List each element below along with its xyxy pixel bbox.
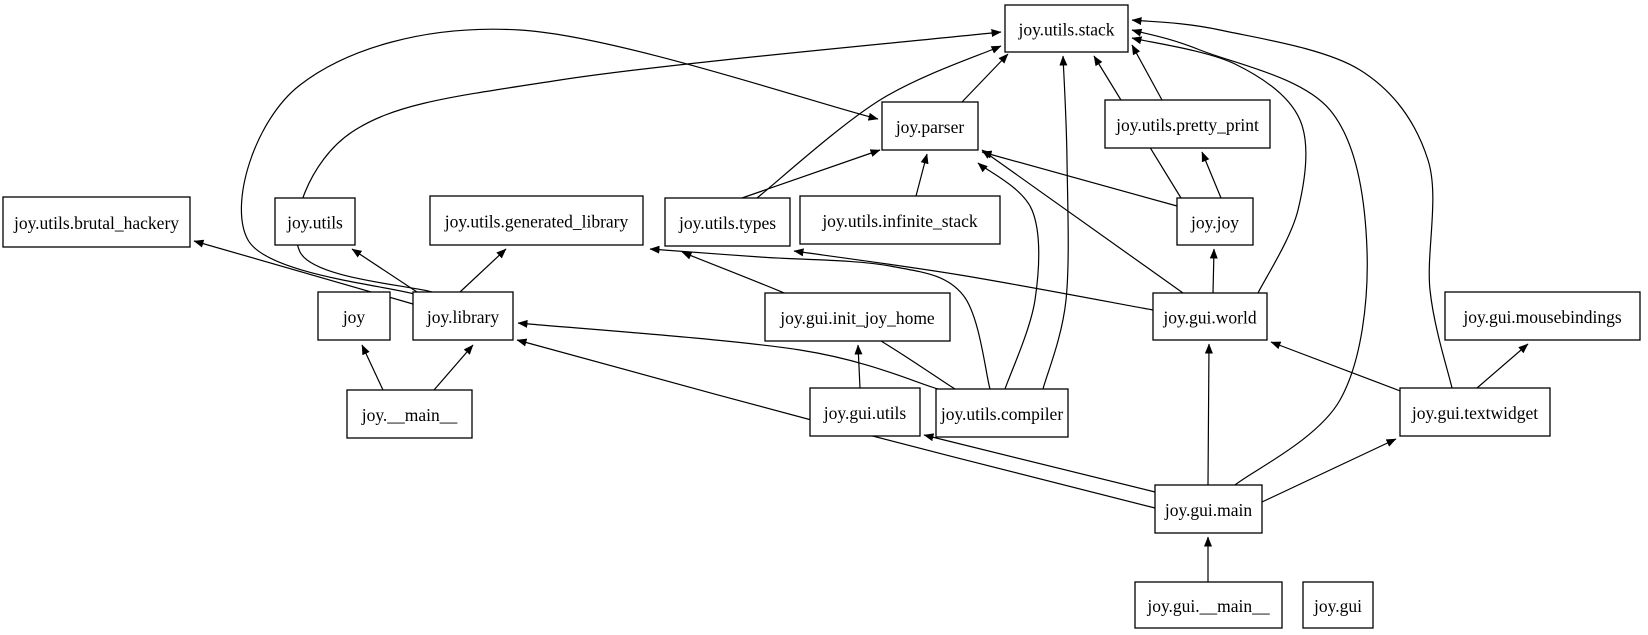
- edge-world-to-joy-joy: [1209, 248, 1218, 294]
- node-label-joy-gui: joy.gui: [1313, 596, 1362, 616]
- edge-joy-main-to-joy: [361, 344, 384, 391]
- node-box-joy-gui-init-joy-home: [764, 292, 951, 342]
- node-box-joy-utils-generated-library: [429, 195, 644, 246]
- node-joy-utils-stack: joy.utils.stack: [1004, 4, 1129, 53]
- node-label-joy-utils-brutal-hackery: joy.utils.brutal_hackery: [13, 213, 179, 233]
- edge-types-to-stack: [756, 45, 1002, 199]
- node-box-joy-main: [346, 389, 473, 439]
- node-box-joy-utils-brutal-hackery: [2, 196, 191, 248]
- edge-textwidget-to-mousebindings: [1476, 343, 1529, 389]
- node-label-joy-library: joy.library: [426, 307, 499, 327]
- edge-infinite-stack-to-parser: [915, 153, 929, 197]
- node-label-joy-utils-types: joy.utils.types: [678, 213, 776, 233]
- node-joy-utils-types: joy.utils.types: [664, 197, 791, 247]
- node-joy-gui-main: joy.gui.__main__: [1134, 581, 1283, 629]
- node-label-joy-utils-pretty-print: joy.utils.pretty_print: [1115, 115, 1259, 135]
- node-label-joy-gui-main: joy.gui.main: [1164, 500, 1253, 520]
- edge-gui-utils-to-init-joy-home: [854, 344, 863, 389]
- node-box-joy-utils: [274, 197, 356, 246]
- node-joy-gui-mousebindings: joy.gui.mousebindings: [1444, 291, 1641, 341]
- node-label-joy-utils-generated-library: joy.utils.generated_library: [444, 212, 629, 232]
- node-box-joy-utils-types: [664, 197, 791, 247]
- node-joy-utils-brutal-hackery: joy.utils.brutal_hackery: [2, 196, 191, 248]
- node-label-joy-gui-textwidget: joy.gui.textwidget: [1411, 403, 1538, 423]
- node-joy-utils-generated-library: joy.utils.generated_library: [429, 195, 644, 246]
- node-label-joy-parser: joy.parser: [895, 117, 965, 137]
- node-joy: joy: [317, 291, 391, 341]
- node-label-joy-gui-mousebindings: joy.gui.mousebindings: [1462, 307, 1622, 327]
- node-joy-gui-init-joy-home: joy.gui.init_joy_home: [764, 292, 951, 342]
- edge-joy-joy-to-parser: [981, 150, 1178, 207]
- node-box-joy-library: [412, 291, 514, 341]
- nodes-layer: joy.utils.stack joy.parser joy.utils.prett…: [2, 4, 1641, 629]
- edge-pretty-print-to-stack: [1131, 44, 1163, 101]
- node-label-joy-main: joy.__main__: [361, 405, 458, 425]
- node-box-joy-joy: [1176, 197, 1254, 246]
- node-label-joy-gui-main: joy.gui.__main__: [1146, 596, 1270, 616]
- node-joy-parser: joy.parser: [881, 101, 979, 151]
- node-label-joy-gui-init-joy-home: joy.gui.init_joy_home: [779, 308, 935, 328]
- edge-library-to-stack: [295, 29, 1002, 293]
- node-label-joy-utils-compiler: joy.utils.compiler: [940, 404, 1063, 424]
- node-box-joy-utils-pretty-print: [1104, 99, 1271, 149]
- node-label-joy-utils: joy.utils: [286, 213, 343, 233]
- edge-gui-main-to-textwidget: [1261, 438, 1397, 503]
- node-label-joy-utils-infinite-stack: joy.utils.infinite_stack: [821, 211, 978, 231]
- node-box-joy-gui-mousebindings: [1444, 291, 1641, 341]
- edge-joy-main-to-library: [433, 344, 474, 391]
- node-joy-library: joy.library: [412, 291, 514, 341]
- node-box-joy-utils-stack: [1004, 4, 1129, 53]
- node-joy-gui-textwidget: joy.gui.textwidget: [1399, 387, 1551, 437]
- edge-compiler-to-parser: [977, 162, 1040, 390]
- edge-library-to-generated-library: [459, 248, 507, 293]
- node-box-joy-parser: [881, 101, 979, 151]
- node-joy-joy: joy.joy: [1176, 197, 1254, 246]
- node-label-joy-gui-utils: joy.gui.utils: [823, 403, 907, 423]
- node-joy-utils-compiler: joy.utils.compiler: [935, 388, 1069, 438]
- node-box-joy-gui-utils: [809, 387, 921, 437]
- edge-textwidget-to-world: [1270, 341, 1404, 393]
- edge-gui-main-to-world: [1204, 343, 1213, 486]
- node-joy-gui: joy.gui: [1302, 581, 1374, 629]
- edge-world-to-types: [793, 248, 1154, 311]
- node-box-joy: [317, 291, 391, 341]
- node-box-joy-gui-main: [1134, 581, 1283, 629]
- node-box-joy-gui: [1302, 581, 1374, 629]
- node-box-joy-utils-compiler: [935, 388, 1069, 438]
- edge-parser-to-stack: [961, 53, 1009, 103]
- node-joy-utils-infinite-stack: joy.utils.infinite_stack: [799, 195, 1001, 245]
- edge-compiler-to-library: [517, 319, 939, 390]
- node-box-joy-gui-textwidget: [1399, 387, 1551, 437]
- edge-joy-joy-to-pretty-print: [1201, 151, 1222, 199]
- node-joy-utils: joy.utils: [274, 197, 356, 246]
- edge-compiler-to-stack: [1042, 55, 1069, 390]
- edge-compiler-to-generated-library: [649, 245, 991, 390]
- node-joy-gui-utils: joy.gui.utils: [809, 387, 921, 437]
- node-box-joy-gui-world: [1152, 292, 1268, 341]
- edge-library-to-parser: [240, 28, 879, 296]
- node-label-joy-utils-stack: joy.utils.stack: [1017, 20, 1114, 40]
- edge-textwidget-to-stack: [1131, 17, 1453, 389]
- node-joy-gui-main: joy.gui.main: [1154, 484, 1263, 534]
- node-joy-utils-pretty-print: joy.utils.pretty_print: [1104, 99, 1271, 149]
- edge-world-to-stack: [1131, 36, 1307, 294]
- node-joy-gui-world: joy.gui.world: [1152, 292, 1268, 341]
- edge-library-to-utils: [351, 248, 418, 293]
- node-label-joy: joy: [342, 307, 366, 327]
- node-box-joy-utils-infinite-stack: [799, 195, 1001, 245]
- node-box-joy-gui-main: [1154, 484, 1263, 534]
- edge-world-to-parser: [981, 149, 1184, 294]
- edge-gui-main-to-stack: [1131, 28, 1368, 486]
- node-label-joy-gui-world: joy.gui.world: [1162, 308, 1256, 328]
- node-joy-main: joy.__main__: [346, 389, 473, 439]
- node-label-joy-joy: joy.joy: [1190, 213, 1239, 233]
- edge-gui-main-to-gui-utils: [923, 433, 1156, 493]
- edge-types-to-parser: [741, 149, 881, 199]
